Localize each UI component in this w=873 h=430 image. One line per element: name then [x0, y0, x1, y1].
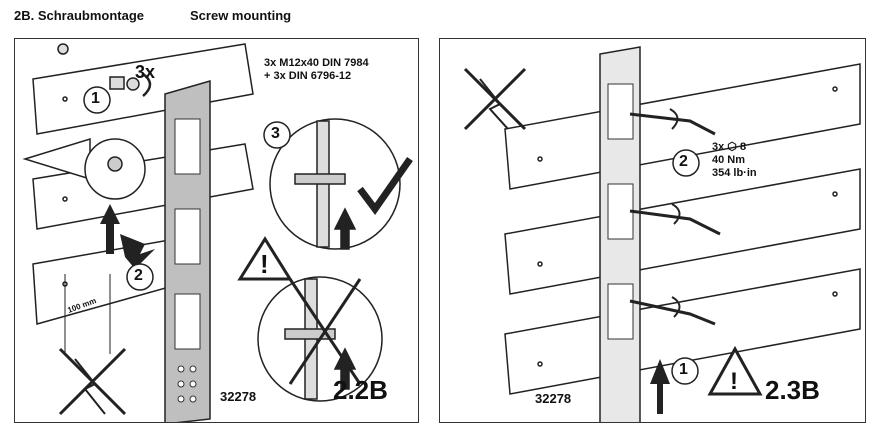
callout-circle-2: [126, 263, 154, 291]
left-illustration: !: [22, 43, 413, 422]
callout-label-1: 1: [91, 90, 100, 107]
header-title-de: 2B. Schraubmontage: [14, 8, 145, 23]
zoom-detail-left: [22, 137, 146, 200]
screw-parts-top: [57, 43, 152, 97]
callout-circle-1: [83, 86, 111, 114]
no-drill-symbol: [58, 347, 127, 416]
callout-label-2: 2: [679, 153, 688, 170]
right-illustration: !: [463, 46, 861, 422]
spec-line-1: 3x M12x40 DIN 7984: [264, 57, 369, 69]
mounting-rail: [164, 80, 211, 422]
screw-count: 3x: [135, 62, 156, 82]
step-code: 2.3B: [765, 375, 820, 405]
wooden-planks: [504, 63, 861, 395]
warning-triangle: [707, 345, 763, 396]
hex-keys: [629, 108, 721, 326]
callout-circle-3: [263, 121, 291, 149]
svg-text:!: !: [260, 249, 269, 279]
tool-size: 3x ⬡ 8: [712, 141, 747, 153]
callout-label-1: 1: [679, 361, 688, 378]
callout-label-3: 3: [271, 125, 280, 142]
torque-nm: 40 Nm: [712, 154, 746, 166]
step-code: 2.2B: [333, 375, 388, 405]
no-drill-symbol: [463, 67, 527, 131]
panel-screw-mounting-step-2-3b: ! 2 1 3x ⬡ 8 40 Nm 354 lb·in 32278 2.3B: [439, 38, 866, 423]
warning-mark: !: [730, 368, 738, 395]
mounting-rail: [599, 46, 641, 422]
panel-screw-mounting-step-2-2b: ! 1 2 3 3x 3x M12x40 DIN 7984 + 3x DIN 6…: [14, 38, 419, 423]
part-number: 32278: [220, 389, 257, 404]
spec-line-2: + 3x DIN 6796-12: [264, 70, 352, 82]
zoom-detail-incorrect: !: [237, 236, 383, 402]
zoom-detail-correct: [269, 118, 413, 250]
distance-marker: [64, 274, 111, 354]
header-title-en: Screw mounting: [190, 8, 292, 23]
callout-circle-2: [672, 149, 700, 177]
part-number: 32278: [535, 391, 572, 406]
callout-label-2: 2: [134, 267, 143, 284]
lift-arrow: [650, 359, 670, 414]
torque-lbin: 354 lb·in: [712, 167, 757, 179]
callout-circle-1: [671, 357, 699, 385]
assembly-arrows: [100, 204, 155, 269]
